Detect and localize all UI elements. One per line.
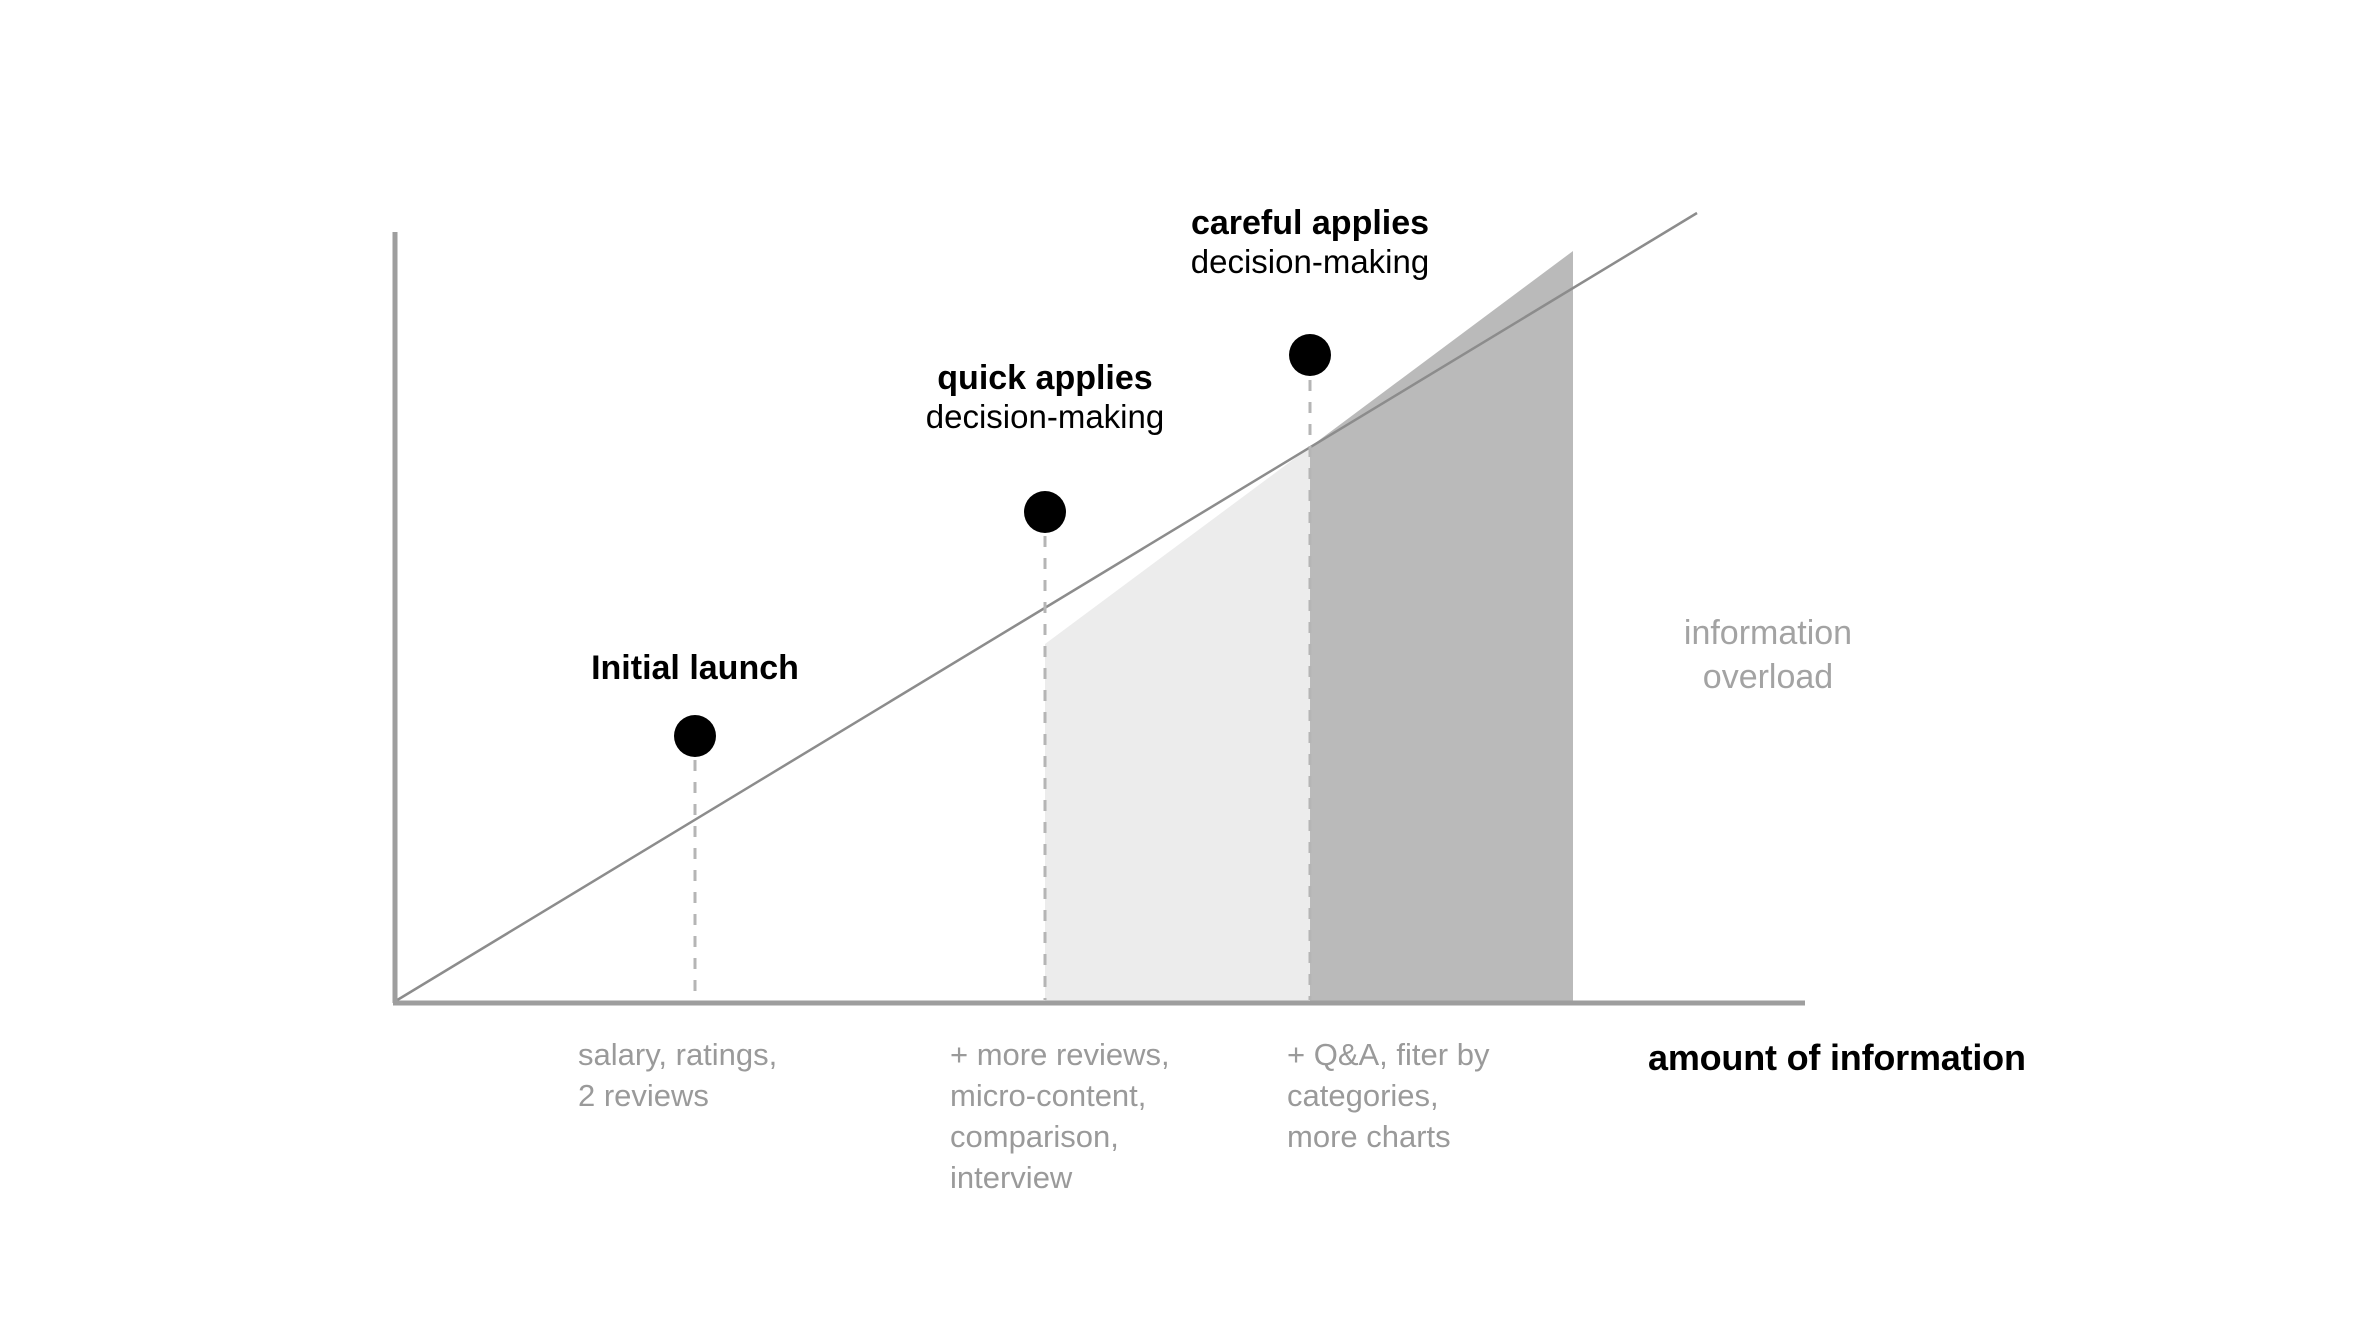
milestone-subtitle-careful-applies: decision-making [1190, 243, 1430, 281]
marker-initial-launch [674, 715, 716, 757]
milestone-title-quick-applies: quick applies [937, 359, 1153, 397]
tick-caption-3-line-3: more charts [1287, 1118, 1451, 1154]
tick-caption-quick-applies: + more reviews, micro-content, compariso… [950, 1035, 1170, 1199]
milestone-label-initial-launch: Initial launch [591, 648, 799, 688]
information-overload-note: information overload [1684, 612, 1852, 699]
tick-caption-3-line-2: categories, [1287, 1077, 1439, 1113]
tick-caption-3-line-1: + Q&A, fiter by [1287, 1037, 1490, 1072]
marker-quick-applies [1024, 491, 1066, 533]
milestone-title-initial-launch: Initial launch [591, 649, 799, 687]
overload-note-line-1: information [1683, 614, 1853, 652]
milestone-label-careful-applies: careful applies decision-making [1191, 203, 1429, 282]
tick-caption-2-line-4: interview [950, 1159, 1073, 1195]
tick-caption-initial-launch: salary, ratings, 2 reviews [578, 1035, 777, 1117]
diminishing-returns-band [1045, 447, 1310, 1002]
overload-note-line-2: overload [1702, 657, 1834, 696]
tick-caption-2-line-3: comparison, [950, 1118, 1119, 1154]
milestone-title-careful-applies: careful applies [1190, 204, 1430, 242]
tick-caption-1-line-1: salary, ratings, [578, 1037, 778, 1072]
tick-caption-2-line-2: micro-content, [950, 1077, 1147, 1113]
milestone-subtitle-quick-applies: decision-making [925, 398, 1165, 436]
tick-caption-1-line-2: 2 reviews [578, 1077, 709, 1113]
tick-caption-careful-applies: + Q&A, fiter by categories, more charts [1287, 1035, 1489, 1158]
marker-careful-applies [1289, 334, 1331, 376]
milestone-label-quick-applies: quick applies decision-making [926, 358, 1164, 437]
information-overload-band [1310, 251, 1573, 1002]
tick-caption-2-line-1: + more reviews, [950, 1037, 1170, 1072]
x-axis-title: amount of information [1648, 1037, 2026, 1078]
